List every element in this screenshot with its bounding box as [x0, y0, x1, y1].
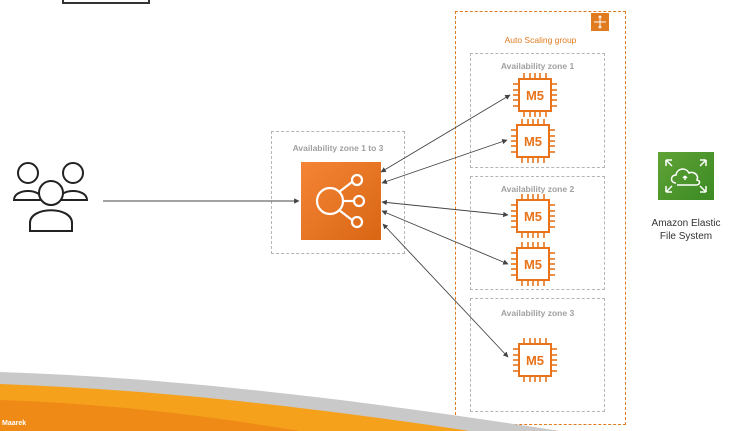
efs-caption-line1: Amazon Elastic	[651, 218, 721, 229]
auto-scaling-icon	[591, 13, 609, 31]
lb-instance-4-line	[381, 210, 509, 265]
load-balancer-zone-label: Availability zone 1 to 3	[292, 143, 384, 153]
lb-instance-3-line	[381, 199, 509, 218]
availability-zone-2-label: Availability zone 2	[500, 184, 575, 194]
ec2-instance-2: M5	[510, 118, 556, 164]
users-icon	[10, 158, 92, 234]
availability-zone-3-label: Availability zone 3	[500, 308, 575, 318]
footer-author: Maarek	[2, 420, 27, 427]
efs-caption-line2: File System	[659, 231, 713, 242]
lb-instance-5-line	[382, 223, 509, 358]
efs-icon	[658, 152, 714, 200]
instance-4-label: M5	[524, 257, 542, 272]
efs-caption: Amazon Elastic File System	[632, 217, 740, 243]
ec2-instance-3: M5	[510, 193, 556, 239]
instance-3-label: M5	[524, 209, 542, 224]
instance-5-label: M5	[526, 353, 544, 368]
lb-instance-1-line	[380, 94, 511, 173]
instance-2-label: M5	[524, 134, 542, 149]
availability-zone-1-label: Availability zone 1	[500, 61, 575, 71]
decorative-stroke	[62, 0, 150, 4]
lb-instance-2-line	[381, 139, 508, 184]
instance-1-label: M5	[526, 88, 544, 103]
ec2-instance-1: M5	[512, 72, 558, 118]
ec2-instance-4: M5	[510, 241, 556, 287]
load-balancer-zone-box: Availability zone 1 to 3	[271, 131, 405, 254]
ec2-instance-5: M5	[512, 337, 558, 383]
auto-scaling-group-label: Auto Scaling group	[504, 35, 577, 45]
footer-swoosh	[0, 372, 560, 431]
elastic-load-balancer-icon	[301, 162, 381, 240]
